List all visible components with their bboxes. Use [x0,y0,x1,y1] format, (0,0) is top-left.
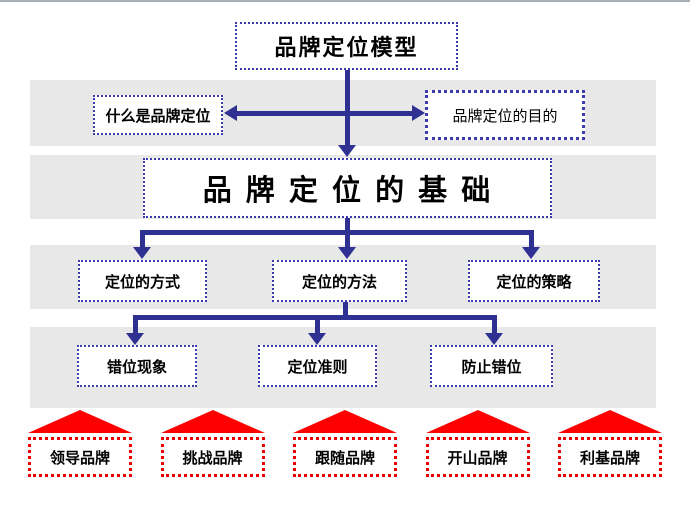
brand-box: 开山品牌 [425,437,530,477]
brand-pioneer: 开山品牌 [425,410,530,477]
top-divider [0,0,690,2]
node-label: 什么是品牌定位 [105,106,211,125]
roof-icon [425,410,530,433]
arrow-down-icon [126,333,144,345]
node-label: 定位的策略 [496,272,572,291]
brand-types-row: 领导品牌 挑战品牌 跟随品牌 开山品牌 利基品牌 [28,410,662,477]
arrow-down-icon [133,247,151,259]
node-label: 品 牌 定 位 的 基 础 [202,173,493,207]
node-label: 定位的方法 [301,272,377,291]
connector-b-drop-right [492,315,497,334]
brand-label: 开山品牌 [447,448,508,467]
node-brand-positioning-model: 品牌定位模型 [235,22,458,70]
connector-a-rail [140,230,534,235]
node-label: 防止错位 [461,357,522,376]
arrow-left-icon [224,105,237,121]
connector-horizontal [236,111,414,116]
brand-niche: 利基品牌 [558,410,662,477]
brand-label: 跟随品牌 [314,448,375,467]
node-mispositioning-phenomenon: 错位现象 [77,345,197,387]
roof-icon [28,410,132,433]
node-foundation-of-brand-positioning: 品 牌 定 位 的 基 础 [143,158,552,218]
arrow-down-icon [338,145,356,157]
node-label: 品牌定位的目的 [452,106,558,125]
brand-challenger: 挑战品牌 [160,410,265,477]
brand-box: 挑战品牌 [160,437,265,477]
brand-label: 利基品牌 [579,448,640,467]
node-prevent-mispositioning: 防止错位 [430,345,553,387]
brand-label: 领导品牌 [49,448,110,467]
connector-a-drop-left [140,230,145,248]
arrow-down-icon [338,247,356,259]
node-label: 错位现象 [106,357,167,376]
roof-icon [558,410,662,433]
connector-b-stub [343,302,348,320]
node-positioning-method: 定位的方法 [272,260,407,302]
node-positioning-strategy: 定位的策略 [468,260,600,302]
arrow-down-icon [522,247,540,259]
brand-box: 领导品牌 [28,437,132,477]
node-positioning-criteria: 定位准则 [258,345,377,387]
node-label: 定位的方式 [104,272,180,291]
brand-follower: 跟随品牌 [293,410,397,477]
roof-icon [160,410,265,433]
arrow-down-icon [308,333,326,345]
node-purpose-of-brand-positioning: 品牌定位的目的 [425,90,585,140]
brand-label: 挑战品牌 [182,448,243,467]
node-label: 品牌定位模型 [274,36,419,61]
brand-box: 利基品牌 [558,437,662,477]
roof-icon [293,410,397,433]
node-what-is-brand-positioning: 什么是品牌定位 [93,95,223,135]
connector-a-drop-right [529,230,534,248]
node-positioning-approach: 定位的方式 [78,260,207,302]
node-label: 定位准则 [287,357,348,376]
brand-leader: 领导品牌 [28,410,132,477]
brand-box: 跟随品牌 [293,437,397,477]
arrow-down-icon [485,333,503,345]
connector-root-down [345,70,350,146]
connector-b-drop-left [133,315,138,334]
connector-b-drop-mid [315,315,320,334]
arrow-right-icon [412,105,425,121]
